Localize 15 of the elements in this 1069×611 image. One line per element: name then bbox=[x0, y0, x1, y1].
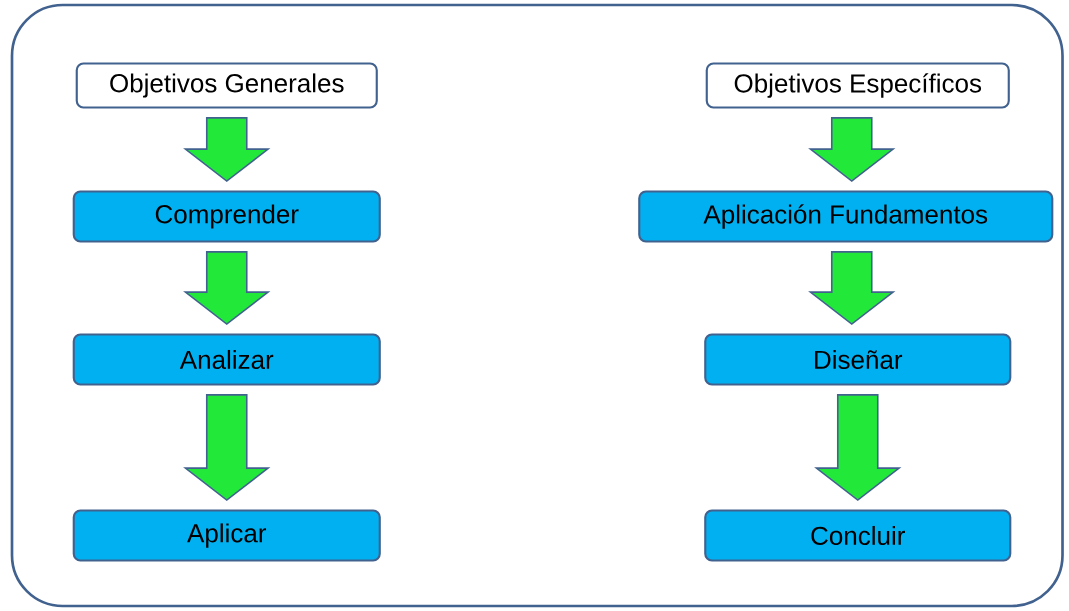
block-arrow bbox=[814, 394, 902, 502]
block-arrow bbox=[183, 117, 271, 183]
process-box: Objetivos Específicos bbox=[705, 62, 1010, 109]
block-arrow bbox=[808, 251, 896, 326]
process-box: Aplicación Fundamentos bbox=[638, 190, 1054, 243]
process-box: Aplicar bbox=[72, 509, 381, 562]
block-arrow bbox=[183, 251, 271, 326]
block-arrow bbox=[183, 394, 271, 502]
process-box: Analizar bbox=[72, 333, 381, 386]
process-box: Concluir bbox=[704, 509, 1012, 562]
process-box: Diseñar bbox=[704, 333, 1012, 386]
block-arrow bbox=[808, 117, 896, 183]
frame-box bbox=[10, 3, 1064, 608]
process-box: Objetivos Generales bbox=[75, 62, 378, 109]
process-box: Comprender bbox=[72, 190, 381, 243]
